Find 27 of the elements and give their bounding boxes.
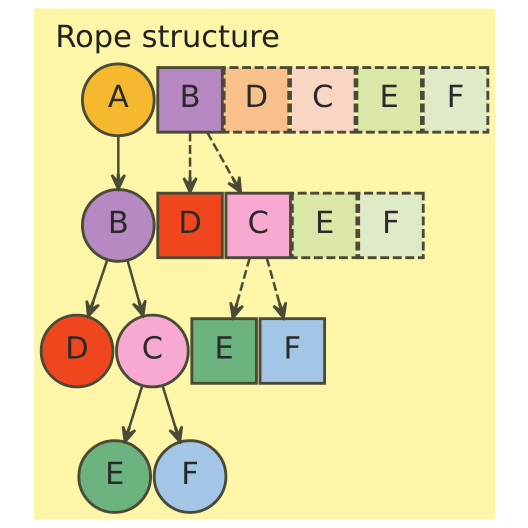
arrow (228, 258, 250, 320)
diagram-title: Rope structure (54, 20, 280, 56)
node-box: F (356, 192, 424, 260)
arrow (110, 136, 126, 191)
arrow (160, 385, 183, 444)
arrow (121, 385, 143, 444)
arrow (182, 132, 198, 194)
arrow (206, 132, 242, 194)
node-circle: A (80, 62, 156, 138)
node-circle: D (39, 314, 114, 388)
node-box: C (288, 66, 356, 134)
node-box: E (354, 66, 422, 134)
node-box: E (190, 317, 258, 385)
node-circle: B (80, 188, 156, 263)
node-circle: C (114, 314, 190, 388)
node-box: E (290, 192, 358, 260)
node-box: D (222, 66, 290, 134)
node-box: D (156, 192, 224, 260)
node-box: B (156, 66, 224, 134)
arrow (84, 260, 108, 318)
node-circle: E (76, 439, 152, 514)
node-box: F (258, 317, 326, 385)
node-circle: F (152, 439, 227, 514)
arrow (265, 258, 287, 320)
node-box: F (421, 66, 489, 134)
arrow (126, 260, 146, 318)
node-box: C (224, 192, 292, 260)
